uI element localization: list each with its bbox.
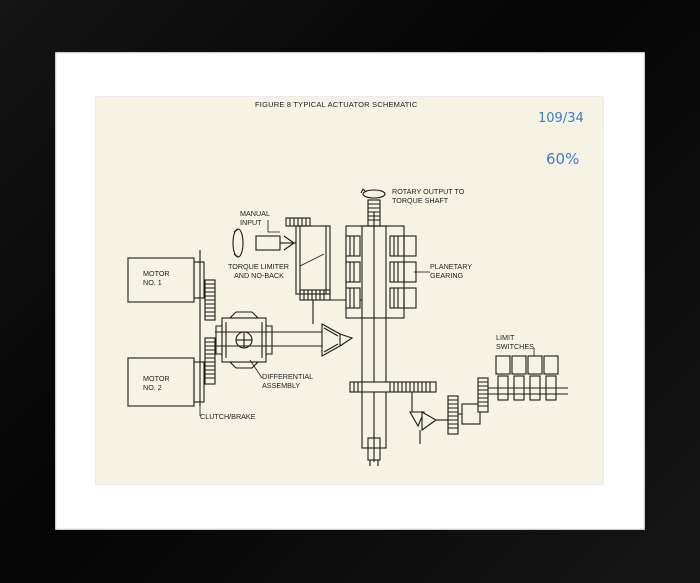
planetary-label-2: GEARING: [430, 271, 464, 280]
planetary-gearing: [345, 225, 417, 319]
limit-gear-train: [436, 377, 489, 435]
motor-1-label: MOTOR: [143, 269, 170, 278]
rotary-output-label-2: TORQUE SHAFT: [392, 196, 449, 205]
leader-differential: [249, 359, 263, 379]
torque-limiter-label-2: AND NO-BACK: [234, 271, 284, 280]
manual-input: [232, 228, 296, 258]
handwritten-ref: 109/34: [538, 111, 584, 126]
manual-input-label: MANUAL: [240, 209, 270, 218]
clutch-brake-1: [193, 261, 205, 299]
limit-switches-label: LIMIT: [496, 333, 515, 342]
clutch-brake-label: CLUTCH/BRAKE: [200, 412, 256, 421]
rotary-arrow: [362, 189, 386, 199]
motor-2-number: NO. 2: [143, 383, 162, 392]
output-spur-gear: [349, 381, 437, 393]
differential-label-2: ASSEMBLY: [262, 381, 300, 390]
output-shaft: [361, 199, 387, 466]
rotary-output-label: ROTARY OUTPUT TO: [392, 187, 465, 196]
leader-manual-input: [267, 220, 280, 233]
limit-switches-label-2: SWITCHES: [496, 342, 534, 351]
limit-switches: [488, 355, 568, 401]
motor-1-gear: [204, 279, 216, 321]
leader-torque-limiter: [299, 253, 325, 267]
differential-label: DIFFERENTIAL: [262, 372, 313, 381]
motor-1-number: NO. 1: [143, 278, 162, 287]
clutch-brake-2: [193, 361, 205, 403]
differential-assembly: [215, 311, 273, 369]
manual-input-label-2: INPUT: [240, 218, 262, 227]
torque-limiter-label: TORQUE LIMITER: [228, 262, 289, 271]
motor-2-label: MOTOR: [143, 374, 170, 383]
planetary-label: PLANETARY: [430, 262, 472, 271]
motor-2-gear: [204, 337, 216, 385]
torque-limiter: [285, 217, 331, 301]
figure-title: FIGURE 8 TYPICAL ACTUATOR SCHEMATIC: [255, 100, 418, 109]
handwritten-note: 60%: [546, 150, 579, 168]
